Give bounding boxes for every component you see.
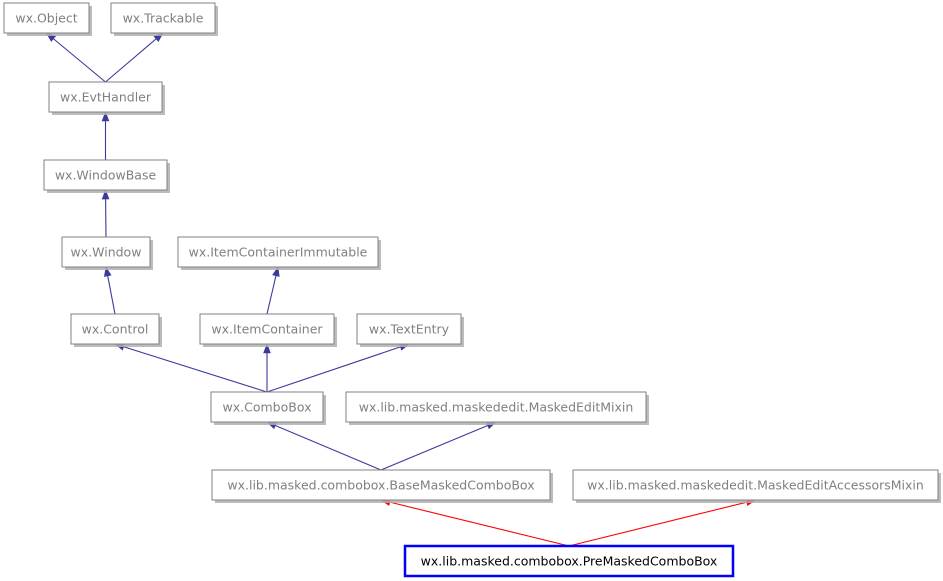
edge-line-wx_combobox-to-wx_control bbox=[123, 346, 268, 393]
class-node-wx_textentry[interactable]: wx.TextEntry bbox=[356, 313, 464, 347]
node-box[interactable] bbox=[61, 236, 151, 268]
class-node-maskededitaccessorsmixin[interactable]: wx.lib.masked.maskededit.MaskedEditAcces… bbox=[572, 469, 941, 503]
class-node-wx_trackable[interactable]: wx.Trackable bbox=[110, 2, 218, 36]
class-node-wx_object[interactable]: wx.Object bbox=[3, 2, 92, 36]
class-node-label: wx.Window bbox=[71, 245, 142, 260]
class-node-basemaskedcombobox[interactable]: wx.lib.masked.combobox.BaseMaskedComboBo… bbox=[211, 469, 553, 503]
edge-line-premaskedcombobox-to-basemaskedcombobox bbox=[389, 501, 570, 547]
class-node-label: wx.lib.masked.maskededit.MaskedEditAcces… bbox=[587, 478, 924, 493]
class-node-label: wx.Trackable bbox=[123, 11, 204, 26]
edge-line-wx_evthandler-to-wx_trackable bbox=[105, 38, 157, 83]
class-node-label: wx.lib.masked.combobox.PreMaskedComboBox bbox=[421, 554, 718, 569]
node-box[interactable] bbox=[572, 469, 939, 501]
class-node-maskededitmixin[interactable]: wx.lib.masked.maskededit.MaskedEditMixin bbox=[345, 391, 649, 425]
class-node-label: wx.EvtHandler bbox=[60, 90, 152, 105]
class-node-label: wx.Control bbox=[82, 322, 149, 337]
node-box[interactable] bbox=[356, 313, 462, 345]
nodes-layer: wx.Object wx.Trackable wx.EvtHandler wx.Win… bbox=[3, 2, 941, 578]
class-node-label: wx.lib.masked.combobox.BaseMaskedComboBo… bbox=[227, 478, 534, 493]
class-node-wx_windowbase[interactable]: wx.WindowBase bbox=[43, 159, 170, 193]
node-box[interactable] bbox=[43, 159, 168, 191]
node-box[interactable] bbox=[3, 2, 90, 34]
edge-line-wx_control-to-wx_window bbox=[107, 275, 116, 315]
node-box[interactable] bbox=[210, 391, 324, 423]
node-box[interactable] bbox=[110, 2, 216, 34]
edge-line-wx_itemcontainer-to-wx_itemcontainerimmutable bbox=[266, 275, 277, 315]
class-node-premaskedcombobox[interactable]: wx.lib.masked.combobox.PreMaskedComboBox bbox=[403, 544, 735, 578]
class-node-wx_itemcontainer[interactable]: wx.ItemContainer bbox=[199, 313, 337, 347]
class-node-label: wx.Object bbox=[15, 11, 77, 26]
node-box[interactable] bbox=[70, 313, 160, 345]
class-node-wx_evthandler[interactable]: wx.EvtHandler bbox=[48, 81, 165, 115]
class-node-wx_control[interactable]: wx.Control bbox=[70, 313, 162, 347]
node-box[interactable] bbox=[199, 313, 335, 345]
class-node-wx_combobox[interactable]: wx.ComboBox bbox=[210, 391, 326, 425]
node-box-current-class[interactable] bbox=[403, 544, 735, 578]
class-node-label: wx.ItemContainerImmutable bbox=[189, 245, 368, 260]
arrowhead-icon-wx_windowbase-to-wx_evthandler bbox=[101, 111, 110, 122]
edge-line-basemaskedcombobox-to-wx_combobox bbox=[275, 424, 382, 471]
class-node-label: wx.ComboBox bbox=[223, 400, 312, 415]
class-node-label: wx.ItemContainer bbox=[211, 322, 323, 337]
node-box[interactable] bbox=[48, 81, 163, 113]
edge-line-wx_evthandler-to-wx_object bbox=[53, 38, 106, 83]
node-box[interactable] bbox=[345, 391, 647, 423]
node-box[interactable] bbox=[177, 236, 379, 268]
class-node-label: wx.WindowBase bbox=[55, 168, 157, 183]
class-node-wx_window[interactable]: wx.Window bbox=[61, 236, 153, 270]
class-node-label: wx.lib.masked.maskededit.MaskedEditMixin bbox=[359, 400, 634, 415]
class-node-label: wx.TextEntry bbox=[369, 322, 450, 337]
edge-line-premaskedcombobox-to-maskededitaccessorsmixin bbox=[568, 501, 747, 547]
arrowhead-icon-wx_window-to-wx_windowbase bbox=[101, 189, 110, 200]
arrowhead-icon-wx_combobox-to-wx_itemcontainer bbox=[263, 343, 271, 354]
class-node-wx_itemcontainerimmutable[interactable]: wx.ItemContainerImmutable bbox=[177, 236, 381, 270]
edge-line-basemaskedcombobox-to-maskededitmixin bbox=[380, 424, 488, 471]
node-box[interactable] bbox=[211, 469, 551, 501]
edge-line-wx_combobox-to-wx_textentry bbox=[266, 346, 401, 393]
